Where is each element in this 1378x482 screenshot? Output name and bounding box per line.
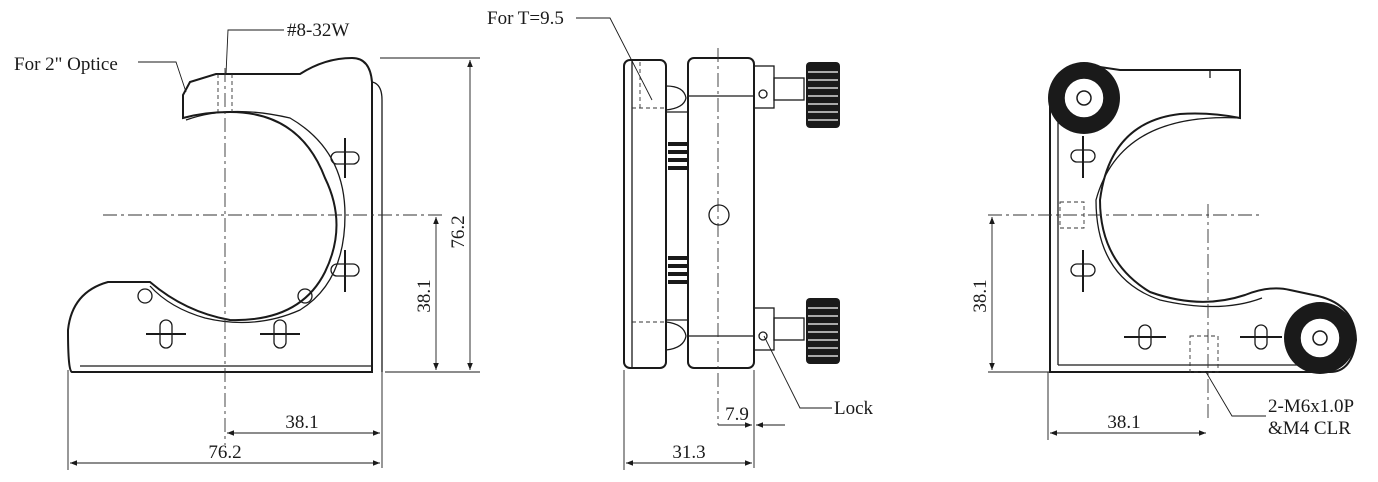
back-slot-lower (1070, 250, 1096, 292)
callout-mount-holes-line2: &M4 CLR (1268, 418, 1351, 439)
callout-mount-holes-line1: 2-M6x1.0P (1268, 396, 1354, 417)
front-hole-right (297, 288, 313, 304)
callout-thickness: For T=9.5 (487, 8, 564, 29)
back-body-outline (1049, 62, 1358, 373)
callout-optic: For 2" Optice (14, 54, 118, 75)
front-bore-arc (149, 110, 346, 324)
back-view: 38.1 38.1 2-M6x1.0P &M4 CLR (970, 62, 1358, 440)
back-lower-knob (1284, 302, 1356, 374)
back-slot-bottom-right (1240, 324, 1282, 350)
front-slot-upper (330, 138, 360, 178)
side-rear-plate (687, 57, 755, 369)
dim-front-width-total: 76.2 (208, 442, 241, 463)
side-front-plate (623, 59, 667, 369)
front-slot-bottom-left (146, 319, 186, 349)
dim-front-height-total: 76.2 (448, 215, 469, 248)
back-upper-knob (1048, 62, 1120, 134)
spring-lower (668, 256, 688, 284)
callout-thread: #8-32W (287, 20, 349, 41)
back-slot-bottom-left (1124, 324, 1166, 350)
callout-lock: Lock (834, 398, 874, 419)
front-slot-lower (330, 250, 360, 292)
dim-front-width-center: 38.1 (285, 412, 318, 433)
side-view: For T=9.5 Lock 7.9 31.3 (487, 8, 874, 470)
dim-front-height-center: 38.1 (414, 279, 435, 312)
front-view: For 2" Optice #8-32W 76.2 38.1 38.1 76.2 (14, 20, 480, 470)
back-slot-upper (1070, 136, 1096, 178)
side-center-hole (708, 204, 730, 226)
dim-side-thickness-offset: 7.9 (725, 404, 749, 425)
front-edge-offset (371, 81, 383, 372)
spring-upper (668, 142, 688, 170)
front-body-outline (66, 56, 373, 373)
front-hole-left (137, 288, 153, 304)
dim-back-height-center: 38.1 (970, 279, 991, 312)
front-slot-bottom-right (260, 319, 300, 349)
dim-back-width-center: 38.1 (1107, 412, 1140, 433)
dim-side-depth-total: 31.3 (672, 442, 705, 463)
